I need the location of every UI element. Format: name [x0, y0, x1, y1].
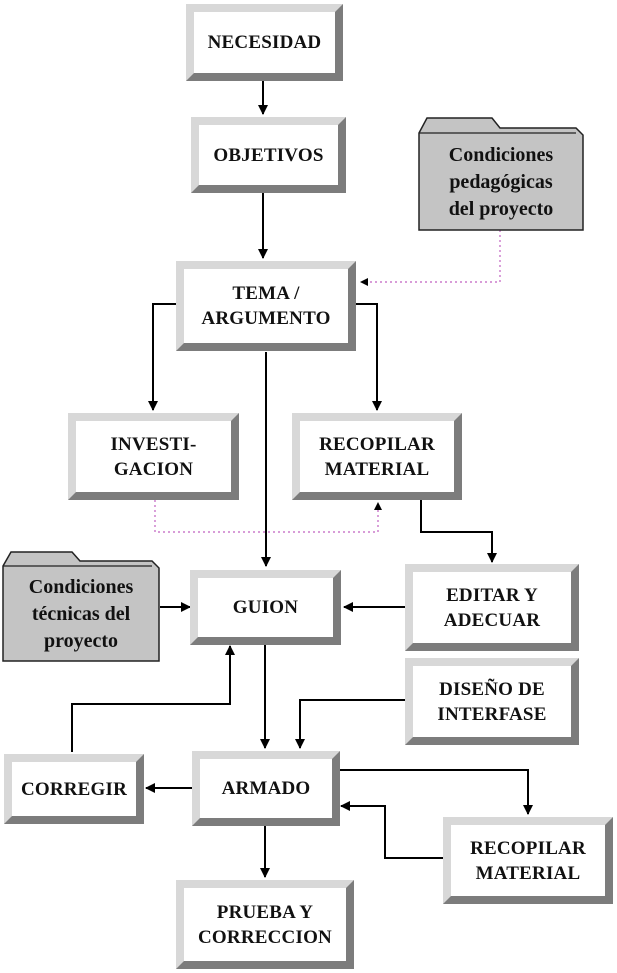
node-editar-adecuar: EDITAR Y ADECUAR: [405, 564, 579, 651]
node-prueba-correccion-label: PRUEBA Y CORRECCION: [198, 901, 332, 948]
node-necesidad-label: NECESIDAD: [207, 32, 322, 53]
node-armado-label: ARMADO: [221, 778, 311, 799]
folder-icon: [418, 117, 584, 231]
node-corregir: CORREGIR: [4, 754, 144, 824]
arrow-diseno-armado: [295, 699, 405, 749]
node-objetivos-label: OBJETIVOS: [213, 144, 324, 166]
arrow-recopilar-editar: [420, 500, 497, 563]
node-guion: GUION: [190, 570, 341, 645]
arrow-armado-recopilar: [340, 769, 533, 815]
note-condiciones-pedagogicas: Condiciones pedagógicas del proyecto: [418, 116, 584, 231]
dotted-link-arrowhead-recopilar: [374, 502, 382, 510]
node-tema: TEMA / ARGUMENTO: [176, 261, 356, 351]
node-recopilar-material-1: RECOPILAR MATERIAL: [292, 413, 462, 500]
dotted-link-arrowhead-tema: [360, 278, 368, 286]
note-condiciones-tecnicas-text: Condiciones técnicas del proyecto: [28, 576, 134, 652]
node-editar-adecuar-label: EDITAR Y ADECUAR: [443, 584, 541, 631]
node-investigacion: INVESTI- GACION: [68, 413, 239, 500]
arrow-tema-investigacion: [148, 303, 176, 411]
arrow-tema-recopilar: [356, 303, 382, 411]
node-recopilar-material-2: RECOPILAR MATERIAL: [443, 817, 613, 904]
dotted-link-pedagogicas-tema: [368, 230, 501, 283]
note-condiciones-tecnicas: Condiciones técnicas del proyecto: [2, 550, 160, 662]
node-diseno-interfase: DISEÑO DE INTERFASE: [405, 658, 579, 745]
node-investigacion-label: INVESTI- GACION: [110, 433, 197, 480]
node-recopilar-material-1-label: RECOPILAR MATERIAL: [319, 433, 435, 480]
node-corregir-label: CORREGIR: [20, 778, 128, 800]
arrow-recopilar-armado: [340, 801, 443, 859]
node-armado: ARMADO: [192, 751, 340, 826]
note-condiciones-pedagogicas-text: Condiciones pedagógicas del proyecto: [448, 144, 554, 220]
node-necesidad: NECESIDAD: [186, 4, 343, 81]
node-recopilar-material-2-label: RECOPILAR MATERIAL: [470, 837, 586, 884]
node-tema-label: TEMA / ARGUMENTO: [201, 283, 331, 329]
node-diseno-interfase-label: DISEÑO DE INTERFASE: [437, 678, 547, 725]
dotted-link-investigacion-recopilar: [154, 500, 379, 533]
folder-icon: [2, 551, 160, 662]
node-prueba-correccion: PRUEBA Y CORRECCION: [176, 880, 354, 969]
arrow-corregir-guion: [71, 645, 235, 752]
node-objetivos: OBJETIVOS: [191, 117, 346, 193]
node-guion-label: GUION: [232, 597, 299, 618]
